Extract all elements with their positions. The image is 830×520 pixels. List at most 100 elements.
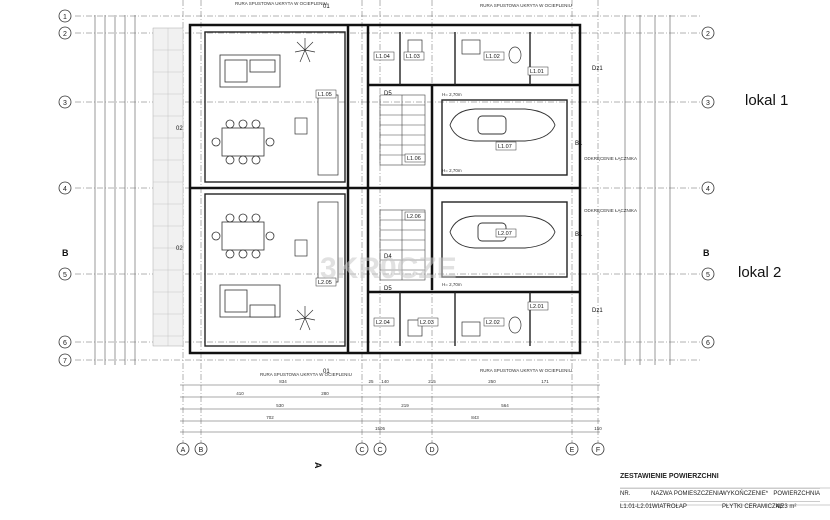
door-tag-b1-top: B1 [575, 141, 583, 147]
row-label-1: 1 [63, 14, 67, 21]
staircase [379, 94, 426, 281]
row-label-2: 2 [63, 31, 67, 38]
dim-564: 564 [501, 403, 509, 408]
col-label-c1: C [359, 447, 364, 454]
dim-250: 250 [488, 379, 496, 384]
area-table-row: L1.01-L2.01 WIATROŁAP PŁYTKI CERAMICZNE … [620, 501, 820, 510]
door-tag-01-bottom: 01 [323, 369, 330, 375]
right-dimension-lines [624, 15, 671, 365]
cell-name: WIATROŁAP [652, 504, 687, 510]
sofa-bottom [219, 284, 281, 318]
row-label-4-right: 4 [706, 186, 710, 193]
section-b-left: B [62, 248, 69, 258]
car-top [449, 108, 556, 142]
pipe-note-bottom-right: RURA SPUSTOWA UKRYTA W OCIEPLENIU [480, 368, 572, 373]
section-b-right: B [703, 248, 710, 258]
dining-table-top [211, 119, 275, 165]
dim-843: 843 [471, 415, 479, 420]
col-label-f: F [596, 447, 600, 454]
cabinet-note-bottom: ODKRĘCENIE ŁĄCZNIKA [584, 208, 637, 213]
dim-215: 215 [428, 379, 436, 384]
door-tag-01-top: 01 [323, 4, 330, 10]
cabinet-note-top: ODKRĘCENIE ŁĄCZNIKA [584, 156, 637, 161]
col-label-b: B [199, 447, 204, 454]
dim-140: 140 [381, 379, 389, 384]
door-tag-d5-bottom: D5 [384, 286, 392, 292]
sofa-top [219, 54, 281, 88]
grid-bubbles-rows [58, 9, 715, 367]
row-label-3-right: 3 [706, 100, 710, 107]
ceiling-height-2: H= 2,70m [442, 168, 462, 173]
ceiling-height-3: H= 2,70m [442, 282, 462, 287]
ceiling-height-1: H= 2,70m [442, 92, 462, 97]
grid-bubbles-cols [176, 442, 605, 456]
grid-lines-vertical [182, 0, 599, 455]
door-tag-d5-top: D5 [384, 91, 392, 97]
dim-219: 219 [401, 403, 409, 408]
room-tag-l102: L1.02 [486, 54, 500, 60]
bottom-dimension-lines [180, 384, 600, 433]
inner-walls [204, 31, 568, 347]
header-finish: WYKOŃCZENIE* [721, 491, 769, 497]
room-tag-l204: L2.04 [376, 320, 390, 326]
door-tag-b1-bottom: B1 [575, 232, 583, 238]
room-tag-l207: L2.07 [498, 231, 512, 237]
room-tag-l203: L2.03 [420, 320, 434, 326]
watermark: 3KR0CZE [320, 252, 457, 285]
dim-410: 410 [236, 391, 244, 396]
room-tag-l106: L1.06 [407, 156, 421, 162]
room-tag-l205: L2.05 [318, 280, 332, 286]
room-tag-l202: L2.02 [486, 320, 500, 326]
left-dimension-lines [94, 15, 136, 365]
row-label-6: 6 [63, 340, 67, 347]
room-tag-l103: L1.03 [406, 54, 420, 60]
door-tag-02-bottom: 02 [176, 246, 183, 252]
dim-1505: 1505 [375, 426, 386, 431]
dim-834: 834 [279, 379, 287, 384]
col-label-d: D [429, 447, 434, 454]
door-tag-dz1-bottom: Dz1 [592, 308, 603, 314]
header-nr: NR. [620, 491, 631, 497]
row-label-7: 7 [63, 358, 67, 365]
room-tag-l107: L1.07 [498, 144, 512, 150]
section-a-marker: A [313, 462, 323, 469]
pipe-note-bottom-left: RURA SPUSTOWA UKRYTA W OCIEPLENIU [260, 372, 352, 377]
lokal-1-label: lokal 1 [745, 92, 789, 109]
row-label-6-right: 6 [706, 340, 710, 347]
row-label-2-right: 2 [706, 31, 710, 38]
header-area: POWIERZCHNIA [773, 491, 820, 497]
cell-nr: L1.01-L2.01 [620, 504, 653, 510]
dining-table-bottom [211, 213, 275, 259]
area-table-title: ZESTAWIENIE POWIERZCHNI [620, 473, 719, 480]
kitchen-counters [294, 94, 339, 283]
dim-150: 150 [594, 426, 602, 431]
area-table-header: NR. NAZWA POMIESZCZENIA WYKOŃCZENIE* POW… [620, 488, 820, 497]
area-table: ZESTAWIENIE POWIERZCHNI NR. NAZWA POMIES… [620, 473, 820, 510]
row-label-5-right: 5 [706, 272, 710, 279]
cell-finish: PŁYTKI CERAMICZNE [722, 504, 785, 510]
plant-icon [294, 38, 316, 331]
dim-171: 171 [541, 379, 549, 384]
cell-area: 4,23 m² [776, 504, 797, 510]
col-label-c2: C [377, 447, 382, 454]
col-label-e: E [570, 447, 575, 454]
door-tag-02-top: 02 [176, 126, 183, 132]
terrace-paving-lines [153, 28, 183, 346]
room-tag-l105: L1.05 [318, 92, 332, 98]
header-name: NAZWA POMIESZCZENIA [651, 491, 723, 497]
row-label-4: 4 [63, 186, 67, 193]
room-tag-l201: L2.01 [530, 304, 544, 310]
building-walls [188, 23, 582, 355]
dim-25: 25 [368, 379, 374, 384]
col-label-a: A [181, 447, 186, 454]
pipe-note-top-right: RURA SPUSTOWA UKRYTA W OCIEPLENIU [480, 3, 572, 8]
door-tag-dz1-top: Dz1 [592, 66, 603, 72]
row-label-5: 5 [63, 272, 67, 279]
door-tag-d4: D4 [384, 254, 392, 260]
dim-280: 280 [321, 391, 329, 396]
lokal-2-label: lokal 2 [738, 264, 782, 281]
room-tag-l101: L1.01 [530, 69, 544, 75]
dim-530: 530 [276, 403, 284, 408]
room-tag-l104: L1.04 [376, 54, 390, 60]
